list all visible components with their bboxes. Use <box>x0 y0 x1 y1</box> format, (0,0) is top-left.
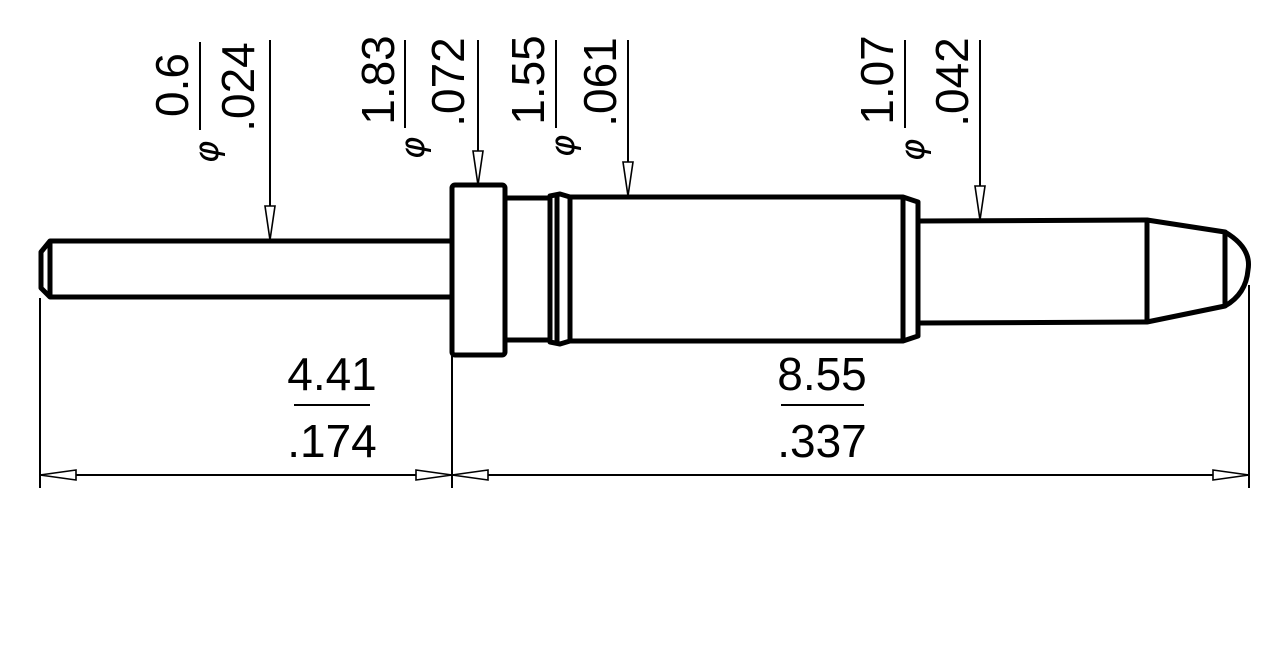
diameter-symbol: φ <box>187 140 227 163</box>
diameter-symbol: φ <box>543 134 583 157</box>
diameter-symbol: φ <box>893 138 933 161</box>
diameter-mm: 1.07 <box>851 35 903 125</box>
diameter-mm: 1.55 <box>502 35 554 125</box>
diameter-mm: 0.6 <box>146 53 198 117</box>
length-dimension-line <box>39 469 1250 481</box>
diameter-inch: .024 <box>212 42 264 132</box>
diameter-callout-3: 1.55 .061 φ <box>502 35 634 197</box>
length-label-2: 8.55 .337 <box>777 348 867 467</box>
length-mm: 4.41 <box>287 348 377 400</box>
diameter-inch: .042 <box>926 37 978 127</box>
diameter-callout-4: 1.07 .042 φ <box>851 35 986 221</box>
length-mm: 8.55 <box>777 348 867 400</box>
arrow-head <box>451 469 489 481</box>
arrow-head <box>39 469 77 481</box>
diameter-symbol: φ <box>393 136 433 159</box>
diameter-mm: 1.83 <box>352 35 404 125</box>
diameter-callout-1: 0.6 .024 φ <box>146 40 276 241</box>
pin-part-outline <box>38 182 1252 358</box>
length-label-1: 4.41 .174 <box>287 348 377 467</box>
diameter-inch: .072 <box>422 37 474 127</box>
arrow-head <box>415 469 453 481</box>
length-inch: .337 <box>777 415 867 467</box>
diameter-callout-2: 1.83 .072 φ <box>352 35 484 186</box>
diameter-inch: .061 <box>574 37 626 127</box>
arrow-head <box>1212 469 1250 481</box>
extension-lines <box>39 285 1250 488</box>
length-inch: .174 <box>287 415 377 467</box>
